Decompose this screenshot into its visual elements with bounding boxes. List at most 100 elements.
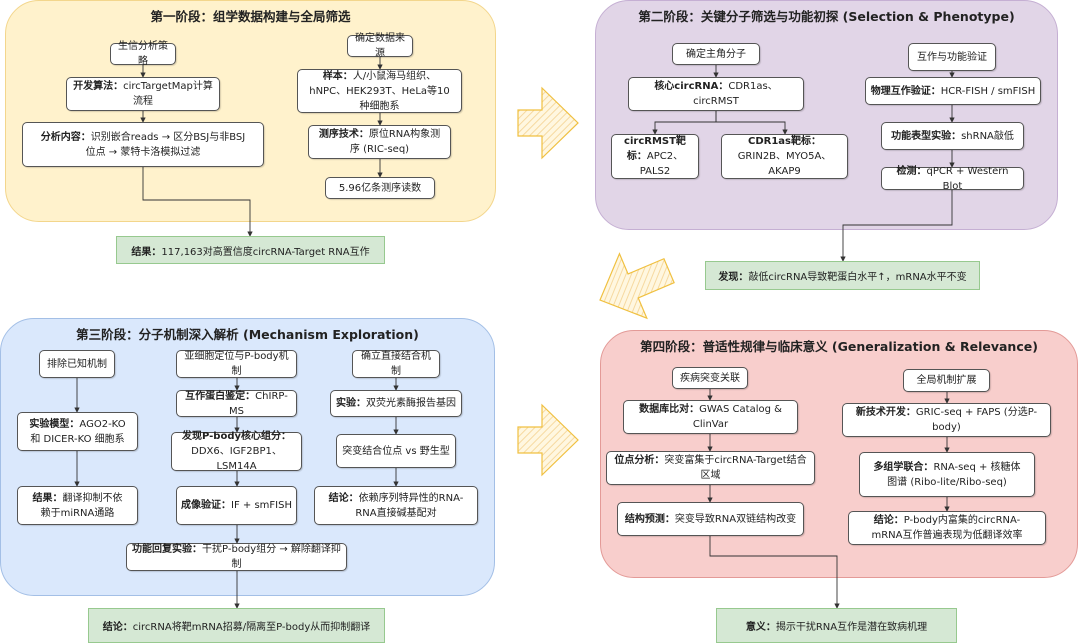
- node-label: 新技术开发：: [855, 407, 916, 418]
- node-label: 结果：: [32, 492, 63, 504]
- node-text: 突变富集于circRNA-Target结合区域: [664, 455, 807, 481]
- node-label: CDR1as靶标：: [748, 136, 821, 147]
- stage3-title: 第三阶段：分子机制深入解析 (Mechanism Exploration): [76, 327, 419, 342]
- node-text: 测序技术：原位RNA构象测序 (RIC-seq): [317, 127, 442, 157]
- node-global-extension: 全局机制扩展: [903, 369, 990, 392]
- node-text: circRNA将靶mRNA招募/隔离至P-body从而抑制翻译: [132, 622, 371, 633]
- node-text: 5.96亿条测序读数: [339, 181, 421, 196]
- node-text: CDR1as靶标：GRIN2B、MYO5A、AKAP9: [724, 134, 845, 179]
- node-text: 实验：双荧光素酶报告基因: [336, 396, 456, 411]
- node-new-tech: 新技术开发：GRIC-seq + FAPS (分选P-body): [842, 403, 1051, 437]
- node-algorithm: 开发算法：circTargetMap计算流程: [66, 77, 220, 111]
- node-text: 确定主角分子: [686, 48, 746, 60]
- node-site-analysis: 位点分析：突变富集于circRNA-Target结合区域: [606, 451, 815, 485]
- node-label: 实验：: [336, 398, 366, 409]
- node-database: 数据库比对：GWAS Catalog & ClinVar: [623, 400, 798, 434]
- node-text: 新技术开发：GRIC-seq + FAPS (分选P-body): [847, 405, 1046, 435]
- node-text: ChIRP-MS: [229, 390, 288, 417]
- node-text: 确定数据来源: [355, 33, 405, 59]
- node-text: 5.96亿条测序读数: [338, 182, 422, 194]
- stage1-title: 第一阶段：组学数据构建与全局筛选: [150, 9, 351, 24]
- node-text: shRNA敲低: [961, 130, 1014, 142]
- node-text: 多组学联合：RNA-seq + 核糖体图谱 (Ribo-lite/Ribo-se…: [870, 460, 1024, 490]
- node-text: qPCR + Western Blot: [926, 165, 1009, 192]
- node-phenotype: 功能表型实验：shRNA敲低: [881, 122, 1024, 150]
- node-label: 物理互作验证：: [870, 85, 941, 97]
- node-label: 结构预测：: [624, 513, 675, 525]
- node-text: 双荧光素酶报告基因: [366, 398, 456, 409]
- node-disease-mutation: 疾病突变关联: [672, 367, 748, 389]
- node-label: 多组学联合：: [873, 461, 934, 473]
- node-text: 分析内容：识别嵌合reads → 区分BSJ与非BSJ位点 → 蒙特卡洛模拟过滤: [37, 130, 249, 160]
- node-result-mirna: 结果：翻译抑制不依赖于miRNA通路: [17, 486, 138, 525]
- node-text: 确定数据来源: [352, 31, 408, 61]
- node-text: 突变导致RNA双链结构改变: [674, 513, 797, 525]
- node-text: 成像验证：IF + smFISH: [181, 498, 292, 513]
- node-label: 核心circRNA：: [654, 81, 729, 92]
- node-label: circRMST靶标：: [624, 136, 686, 162]
- node-conclusion-translation: 结论：P-body内富集的circRNA-mRNA互作普遍表现为低翻译效率: [848, 511, 1046, 545]
- node-text: HCR-FISH / smFISH: [940, 85, 1036, 97]
- node-text: 核心circRNA：CDR1as、circRMST: [633, 79, 799, 109]
- node-text: 结论：circRNA将靶mRNA招募/隔离至P-body从而抑制翻译: [103, 618, 370, 633]
- node-label: 结论：: [328, 492, 359, 504]
- node-key-molecule: 确定主角分子: [672, 43, 760, 65]
- node-text: 揭示干扰RNA互作是潜在致病机理: [775, 622, 928, 633]
- node-direct-binding: 确立直接结合机制: [352, 350, 440, 378]
- node-text: circTargetMap计算流程: [123, 81, 213, 107]
- node-exp-model: 实验模型：AGO2-KO 和 DICER-KO 细胞系: [17, 412, 138, 451]
- stage-arrow-1-to-2: [517, 86, 579, 160]
- node-text: 全局机制扩展: [916, 375, 977, 386]
- node-data-source: 确定数据来源: [347, 33, 413, 59]
- node-text: 原位RNA构象测序 (RIC-seq): [349, 129, 441, 155]
- node-pbody-components: 发现P-body核心组分：DDX6、IGF2BP1、LSM14A: [171, 429, 302, 474]
- node-text: 意义：揭示干扰RNA互作是潜在致病机理: [746, 618, 927, 633]
- node-label: 开发算法：: [73, 81, 124, 92]
- node-text: GWAS Catalog & ClinVar: [692, 404, 782, 430]
- node-analysis-content: 分析内容：识别嵌合reads → 区分BSJ与非BSJ位点 → 蒙特卡洛模拟过滤: [22, 122, 264, 167]
- node-text: 敲低circRNA导致靶蛋白水平↑，mRNA水平不变: [748, 272, 967, 283]
- node-physical-validation: 物理互作验证：HCR-FISH / smFISH: [865, 77, 1041, 105]
- node-text: 疾病突变关联: [680, 371, 740, 386]
- stage2-panel: 第二阶段：关键分子筛选与功能初探 (Selection & Phenotype): [595, 0, 1058, 230]
- node-luciferase: 实验：双荧光素酶报告基因: [330, 390, 462, 417]
- stage-arrow-2-to-3: [599, 252, 675, 320]
- node-text: 样本：人/小鼠海马组织、hNPC、HEK293T、HeLa等10种细胞系: [308, 69, 451, 114]
- node-text: 亚细胞定位与P-body机制: [184, 351, 289, 377]
- node-label: 数据库比对：: [639, 404, 700, 415]
- node-text: 确立直接结合机制: [361, 351, 431, 377]
- node-label: 互作蛋白鉴定：: [185, 390, 256, 402]
- stage1-result: 结果：117,163对高置信度circRNA-Target RNA互作: [116, 236, 385, 264]
- node-text: 确立直接结合机制: [357, 349, 435, 379]
- node-text: 互作与功能验证: [917, 50, 987, 65]
- node-samples: 样本：人/小鼠海马组织、hNPC、HEK293T、HeLa等10种细胞系: [297, 69, 462, 113]
- node-text: IF + smFISH: [231, 500, 292, 511]
- node-reads: 5.96亿条测序读数: [325, 177, 435, 199]
- node-text: 物理互作验证：HCR-FISH / smFISH: [871, 84, 1035, 99]
- node-chirp-ms: 互作蛋白鉴定：ChIRP-MS: [176, 390, 297, 417]
- node-label: 位点分析：: [614, 455, 665, 466]
- node-text: 翻译抑制不依赖于miRNA通路: [40, 492, 123, 519]
- stage3-result: 结论：circRNA将靶mRNA招募/隔离至P-body从而抑制翻译: [88, 608, 385, 643]
- node-text: 排除已知机制: [47, 357, 107, 372]
- stage-arrow-3-to-4: [517, 403, 579, 477]
- node-text: 干扰P-body组分 → 解除翻译抑制: [202, 544, 341, 570]
- node-label: 分析内容：: [40, 131, 91, 143]
- node-text: 检测：qPCR + Western Blot: [886, 164, 1019, 194]
- node-label: 功能回复实验：: [132, 544, 203, 555]
- node-text: 发现：敲低circRNA导致靶蛋白水平↑，mRNA水平不变: [718, 268, 966, 283]
- node-text: 功能表型实验：shRNA敲低: [891, 129, 1014, 144]
- node-text: circRMST靶标：APC2、PALS2: [620, 134, 690, 179]
- node-text: 发现P-body核心组分：DDX6、IGF2BP1、LSM14A: [176, 429, 297, 474]
- node-text: 确定主角分子: [686, 47, 746, 62]
- node-sequencing: 测序技术：原位RNA构象测序 (RIC-seq): [308, 125, 451, 159]
- node-imaging: 成像验证：IF + smFISH: [176, 486, 297, 525]
- stage2-title: 第二阶段：关键分子筛选与功能初探 (Selection & Phenotype): [638, 9, 1015, 24]
- node-text: 互作蛋白鉴定：ChIRP-MS: [181, 389, 292, 419]
- node-text: APC2、PALS2: [639, 151, 684, 177]
- node-label: 发现P-body核心组分：: [181, 431, 291, 442]
- stage2-result: 发现：敲低circRNA导致靶蛋白水平↑，mRNA水平不变: [705, 261, 980, 290]
- node-rescue: 功能回复实验：干扰P-body组分 → 解除翻译抑制: [126, 543, 347, 571]
- node-label: 发现：: [718, 272, 749, 283]
- node-text: 数据库比对：GWAS Catalog & ClinVar: [628, 402, 793, 432]
